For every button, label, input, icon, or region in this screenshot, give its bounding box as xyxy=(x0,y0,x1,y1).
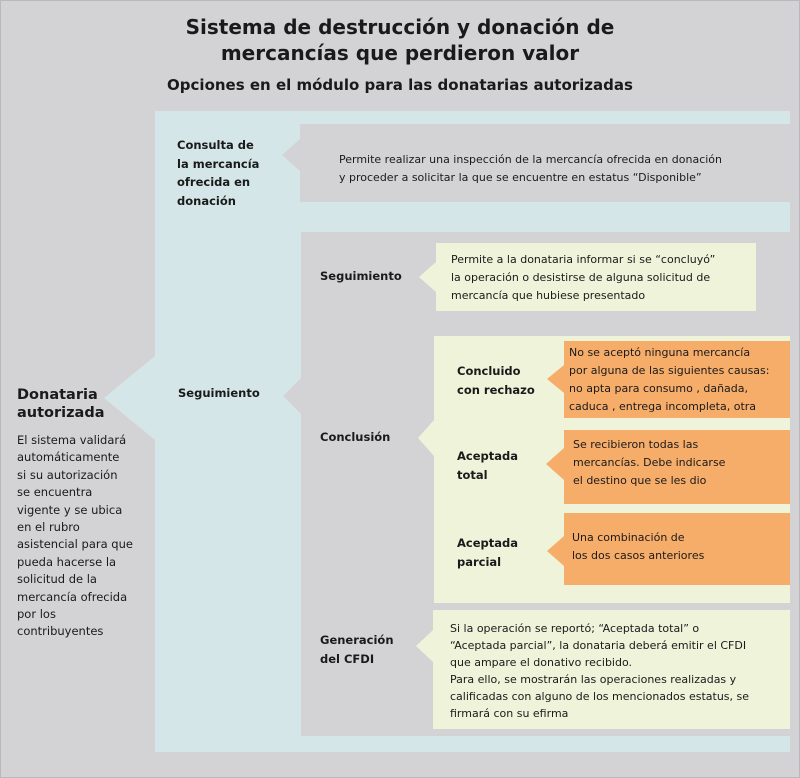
seguimiento-description-box xyxy=(419,243,756,311)
root-title-line1: Donataria xyxy=(17,387,98,403)
option-label-line: con rechazo xyxy=(457,382,535,397)
option-total-label: Aceptada total xyxy=(457,447,518,484)
option-description-line: caduca , entrega incompleta, otra xyxy=(569,400,757,413)
root-description-line: en el rubro xyxy=(17,520,80,535)
consulta-description-line: Permite realizar una inspección de la me… xyxy=(339,153,723,166)
cfdi-label-line: del CFDI xyxy=(320,651,375,666)
option-label-line: Aceptada xyxy=(457,449,518,463)
root-description-line: El sistema validará xyxy=(17,433,127,447)
option-description-line: No se aceptó ninguna mercancía xyxy=(569,346,751,359)
option-parcial-label: Aceptada parcial xyxy=(457,534,518,571)
title-line1: Sistema de destrucción y donación de xyxy=(185,15,615,39)
root-description-line: se encuentra xyxy=(17,485,93,500)
consulta-description-line: y proceder a solicitar la que se encuent… xyxy=(339,171,702,184)
cfdi-description-line: Para ello, se mostrarán las operaciones … xyxy=(450,673,737,686)
seguimiento-sub-description: Permite a la donataria informar si se “c… xyxy=(451,251,715,305)
consulta-description: Permite realizar una inspección de la me… xyxy=(339,151,722,187)
cfdi-description-line: Si la operación se reportó; “Aceptada to… xyxy=(450,622,700,635)
cfdi-description-line: “Aceptada parcial”, la donataria deberá … xyxy=(450,639,747,652)
conclusion-label: Conclusión xyxy=(320,430,391,444)
option-description-line: no apta para consumo , dañada, xyxy=(569,382,748,395)
consulta-label-line: ofrecida en xyxy=(177,175,251,189)
option-total-box xyxy=(546,430,790,504)
root-description-line: asistencial para que xyxy=(17,537,133,552)
consulta-description-box xyxy=(282,124,790,202)
consulta-label-line: la mercancía xyxy=(177,156,260,171)
option-label-line: Aceptada xyxy=(457,536,518,550)
root-description-line: mercancía ofrecida xyxy=(17,589,128,604)
option-label-line: total xyxy=(457,467,488,482)
option-label-line: parcial xyxy=(457,554,502,569)
option-description-line: Se recibieron todas las xyxy=(573,438,699,451)
seguimiento-description-line: mercancía que hubiese presentado xyxy=(451,289,646,302)
root-description-line: por los xyxy=(17,607,56,622)
root-description-line: contribuyentes xyxy=(17,624,104,639)
root-description-line: automáticamente xyxy=(17,450,120,465)
seguimiento-sub-label: Seguimiento xyxy=(320,269,402,283)
cfdi-description-line: que ampare el donativo recibido. xyxy=(450,656,632,669)
seguimiento-description-line: la operación o desistirse de alguna soli… xyxy=(451,271,711,284)
option-description-line: mercancías. Debe indicarse xyxy=(573,456,726,469)
option-label-line: Concluido xyxy=(457,364,521,378)
option-total-description: Se recibieron todas las mercancías. Debe … xyxy=(573,436,725,490)
root-description-line: pueda hacerse la xyxy=(17,554,117,569)
seguimiento-description-line: Permite a la donataria informar si se “c… xyxy=(451,253,716,266)
seguimiento-main-label: Seguimiento xyxy=(178,386,260,400)
option-description-line: Una combinación de xyxy=(572,531,685,544)
cfdi-label: Generación del CFDI xyxy=(320,631,394,668)
root-description-line: vigente y se ubica xyxy=(17,502,123,517)
option-rechazo-box xyxy=(547,341,790,418)
consulta-label: Consulta de la mercancía ofrecida en donaci… xyxy=(177,136,259,210)
option-rechazo-description: No se aceptó ninguna mercancía por alguna… xyxy=(569,344,769,416)
subtitle: Opciones en el módulo para las donataria… xyxy=(167,76,633,94)
consulta-label-line: Consulta de xyxy=(177,138,254,152)
consulta-label-line: donación xyxy=(177,193,236,208)
option-description-line: el destino que se les dio xyxy=(573,474,707,487)
option-rechazo-label: Concluido con rechazo xyxy=(457,362,535,399)
cfdi-label-line: Generación xyxy=(320,633,394,647)
option-description-line: por alguna de las siguientes causas: xyxy=(569,364,770,377)
root-description-line: solicitud de la xyxy=(17,572,97,587)
option-description-line: los dos casos anteriores xyxy=(572,549,705,562)
cfdi-description-line: calificadas con alguno de los mencionado… xyxy=(450,690,750,703)
title-line2: mercancías que perdieron valor xyxy=(220,41,580,65)
option-parcial-box xyxy=(547,513,790,585)
root-title-line2: autorizada xyxy=(17,405,105,421)
cfdi-description-box xyxy=(416,610,790,729)
cfdi-description: Si la operación se reportó; “Aceptada to… xyxy=(450,620,749,722)
root-description-line: si su autorización xyxy=(17,467,118,482)
option-parcial-description: Una combinación de los dos casos anterior… xyxy=(572,529,704,565)
root-description: El sistema validará automáticamente si su … xyxy=(17,432,133,641)
cfdi-description-line: firmará con su efirma xyxy=(450,707,569,720)
